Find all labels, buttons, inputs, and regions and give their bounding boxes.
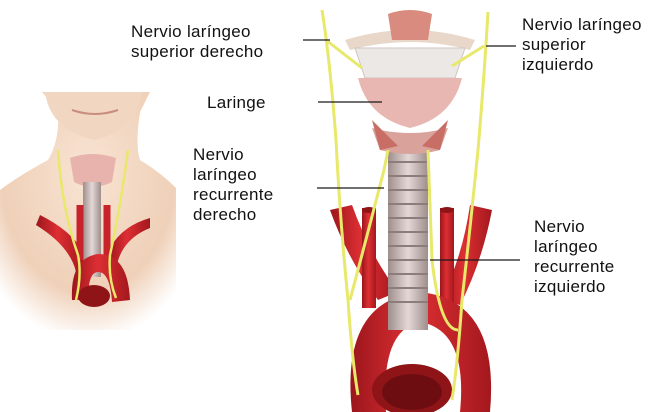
- label-line: Nervio laríngeo: [522, 15, 642, 35]
- label-line: izquierdo: [534, 277, 614, 297]
- thyroid-cartilage: [358, 78, 462, 128]
- left-carotid-artery: [440, 208, 454, 308]
- left-carotid-top: [440, 207, 454, 213]
- label-line: derecho: [193, 205, 273, 225]
- inset-neck-figure: [0, 92, 176, 330]
- label-line: recurrente: [193, 185, 273, 205]
- label-line: Laringe: [207, 93, 266, 113]
- label-line: superior derecho: [131, 42, 263, 62]
- label-nervio-laringeo-recurrente-izquierdo: Nervio laríngeo recurrente izquierdo: [534, 217, 614, 297]
- aorta-opening-inner: [382, 374, 442, 410]
- label-line: recurrente: [534, 257, 614, 277]
- label-line: superior: [522, 35, 642, 55]
- label-nervio-laringeo-recurrente-derecho: Nervio laríngeo recurrente derecho: [193, 145, 273, 225]
- label-nervio-laringeo-superior-izquierdo: Nervio laríngeo superior izquierdo: [522, 15, 642, 75]
- epiglottis: [388, 10, 432, 40]
- label-line: Nervio laríngeo: [131, 22, 263, 42]
- right-vagus-nerve: [322, 10, 358, 395]
- label-laringe: Laringe: [207, 93, 266, 113]
- label-line: laríngeo: [193, 165, 273, 185]
- label-line: Nervio: [193, 145, 273, 165]
- inset-aorta-opening: [78, 285, 110, 307]
- label-line: laríngeo: [534, 237, 614, 257]
- label-line: Nervio: [534, 217, 614, 237]
- label-line: izquierdo: [522, 55, 642, 75]
- label-nervio-laringeo-superior-derecho: Nervio laríngeo superior derecho: [131, 22, 263, 62]
- main-anatomy-figure: [303, 10, 520, 412]
- thyroid-membrane: [355, 48, 465, 78]
